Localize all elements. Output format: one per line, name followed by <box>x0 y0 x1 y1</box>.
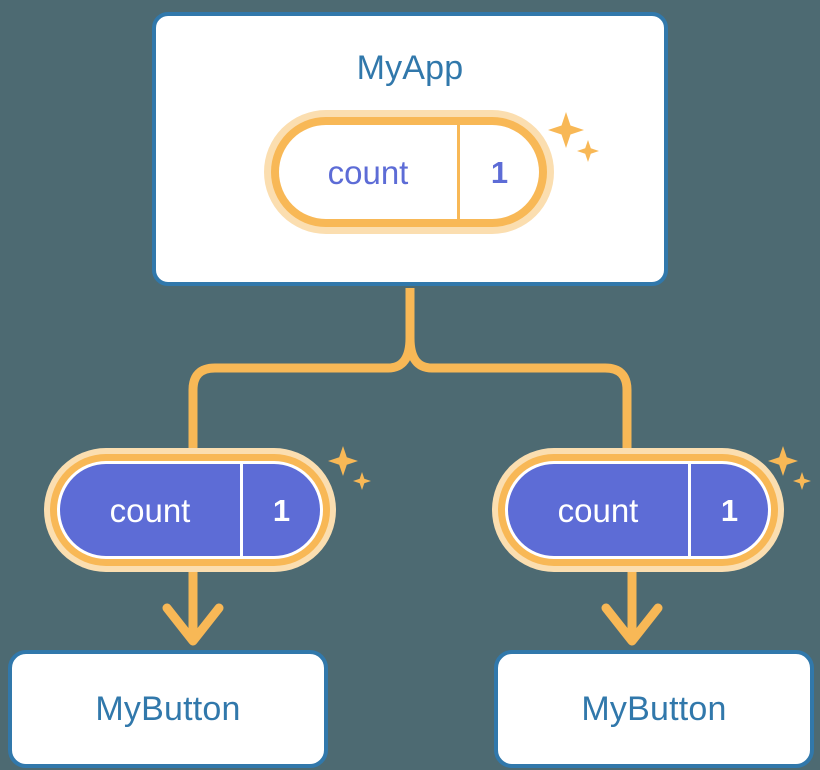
state-pill-left[interactable]: count 1 <box>44 448 336 572</box>
state-value: 1 <box>457 125 539 219</box>
component-card-mybutton-right[interactable]: MyButton <box>494 650 814 768</box>
pill-glow: count 1 <box>264 110 554 234</box>
pill-body: count 1 <box>57 461 323 559</box>
pill-ring: count 1 <box>50 454 330 566</box>
state-pill-root[interactable]: count 1 <box>264 110 554 234</box>
pill-fill: count 1 <box>508 464 768 556</box>
pill-glow: count 1 <box>44 448 336 572</box>
pill-ring: count 1 <box>498 454 778 566</box>
arrow-right-head <box>601 603 663 646</box>
state-value: 1 <box>240 464 320 556</box>
state-value: 1 <box>688 464 768 556</box>
pill-fill: count 1 <box>60 464 320 556</box>
pill-ring: count 1 <box>271 117 547 227</box>
pill-body: count 1 <box>505 461 771 559</box>
state-key: count <box>557 491 639 529</box>
arrow-left-head <box>162 603 224 646</box>
card-title-myapp: MyApp <box>356 49 464 87</box>
pill-glow: count 1 <box>492 448 784 572</box>
connector-branch-left <box>188 333 415 453</box>
connector-branch-right <box>405 333 632 453</box>
card-title-mybutton: MyButton <box>581 690 727 728</box>
card-title-mybutton: MyButton <box>95 690 241 728</box>
component-card-mybutton-left[interactable]: MyButton <box>8 650 328 768</box>
state-key: count <box>109 491 191 529</box>
state-pill-right[interactable]: count 1 <box>492 448 784 572</box>
state-key: count <box>327 153 409 191</box>
pill-body: count 1 <box>279 125 539 219</box>
